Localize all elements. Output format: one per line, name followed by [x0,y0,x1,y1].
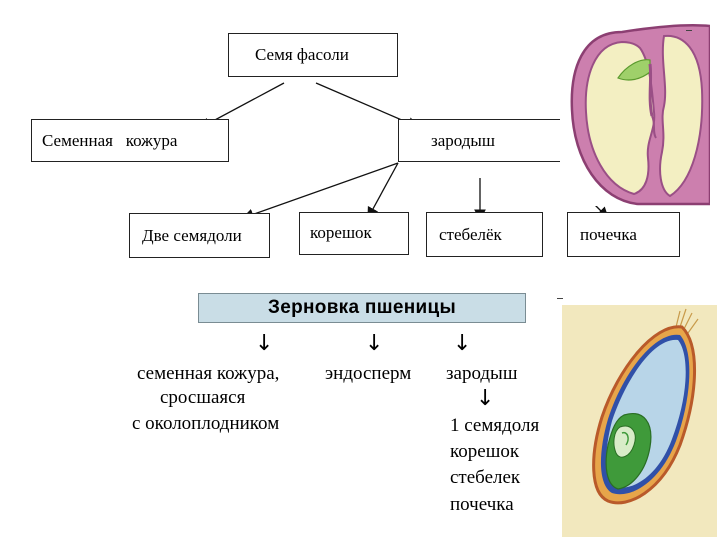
root-box: корешок [299,212,409,255]
cotyledons-label: Две семядоли [142,225,242,245]
wheat-grain-section-image [562,305,717,537]
bean-seed-root-label: Семя фасоли [255,45,349,64]
wheat-grain-title-banner: Зерновка пшеницы [198,293,526,323]
seed-coat-label: Семенная кожура [42,130,178,150]
bean-corner-mark [686,30,692,31]
wheat-stem-label: стебелек [450,467,521,488]
stem-box: стебелёк [426,212,543,257]
wheat-grain-title: Зерновка пшеницы [268,297,456,318]
wheat-coat-line-2: сросшаяся [160,387,246,408]
wheat-bud-label: почечка [450,494,514,515]
stem-label: стебелёк [439,224,502,244]
root-label: корешок [310,223,372,242]
bean-seed-section-image [560,20,710,206]
arrow-embryo-to-root [367,162,399,220]
wheat-corner-mark [557,298,563,299]
seed-coat-box: Семенная кожура [31,119,229,162]
wheat-root-label: корешок [450,441,520,462]
down-arrow-coat: ↓ [255,331,274,356]
bud-label: почечка [580,224,637,244]
cotyledons-box: Две семядоли [129,213,270,258]
arrow-embryo-to-cotyledons [241,162,399,220]
down-arrow-endosperm: ↓ [365,331,384,356]
embryo-label: зародыш [431,130,495,150]
bean-seed-root-box: Семя фасоли [228,33,398,77]
down-arrow-embryo: ↓ [453,331,472,356]
wheat-embryo-label: зародыш [446,363,518,384]
wheat-endosperm-label: эндосперм [325,363,412,384]
down-arrow-embryo-parts: ↓ [476,386,495,411]
wheat-coat-line-1: семенная кожура, [137,363,280,384]
embryo-box: зародыш [398,119,568,162]
wheat-cotyledon-label: 1 семядоля [450,415,540,436]
wheat-coat-line-3: с околоплодником [132,413,280,434]
bud-box: почечка [567,212,680,257]
